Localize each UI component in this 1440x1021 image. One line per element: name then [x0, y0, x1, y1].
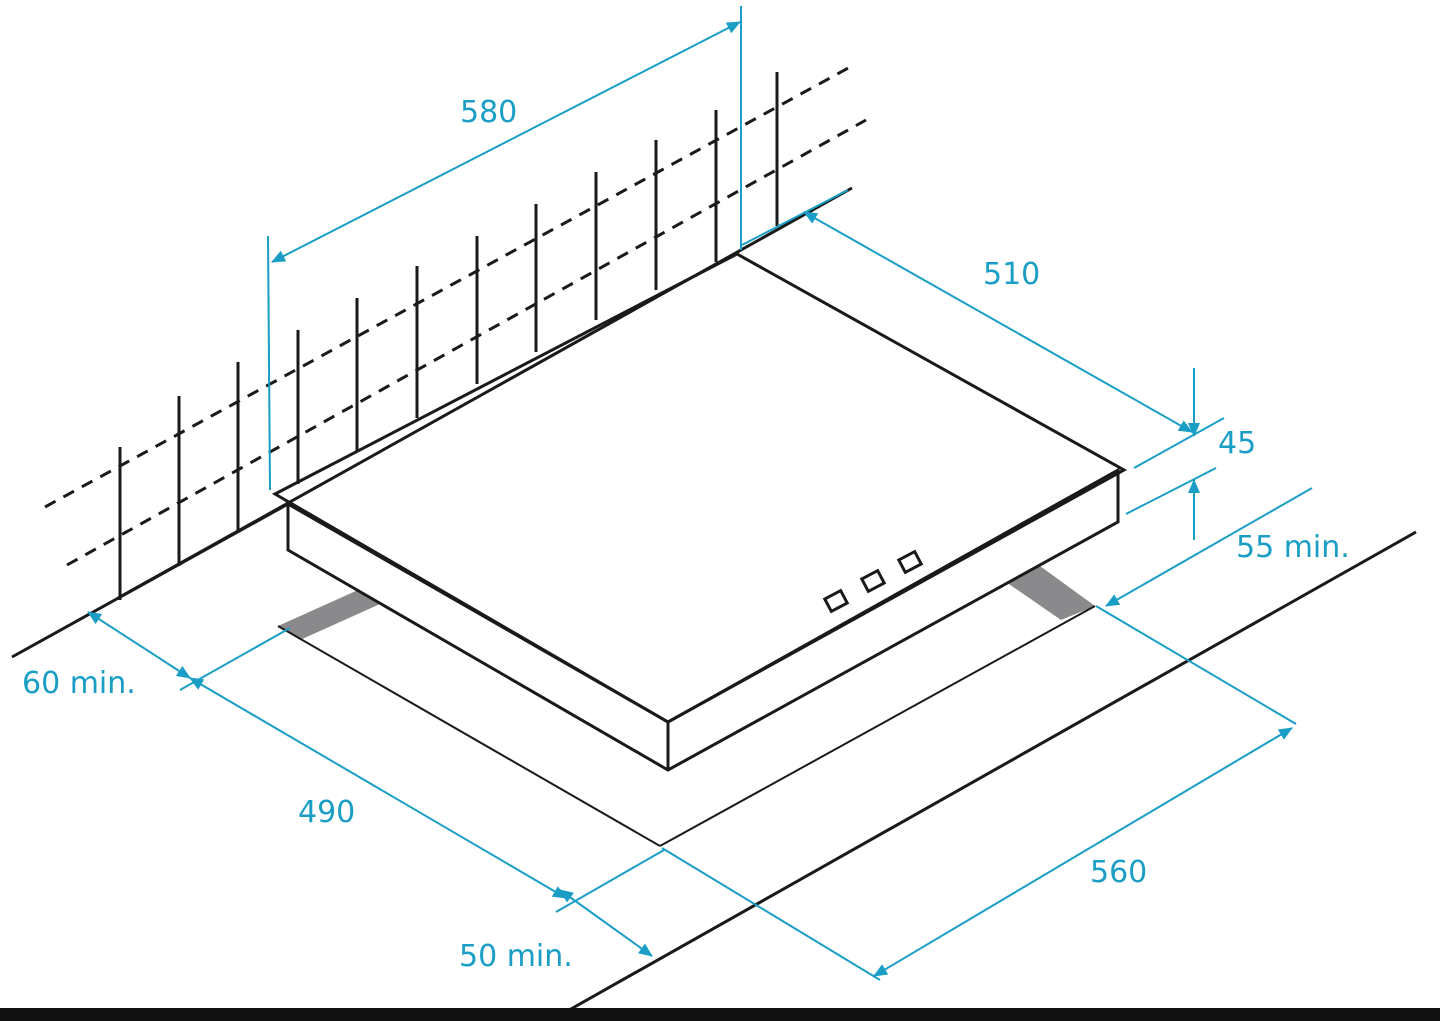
dimension-lines: [87, 6, 1313, 981]
cutout-opening: [277, 566, 1096, 847]
countertop-front-left-edge: [11, 502, 289, 659]
dimension-45-label: 45: [1218, 426, 1256, 461]
bottom-bar: [0, 1008, 1440, 1021]
extension-line: [1095, 605, 1297, 725]
extension-line: [267, 235, 271, 491]
dim-60-min-line: [87, 611, 191, 679]
extension-line: [661, 847, 881, 981]
countertop-front-edge: [554, 530, 1417, 1020]
dim-490-line: [189, 677, 567, 899]
wall-dashed-line-upper: [44, 64, 853, 509]
dimension-580-label: 580: [460, 95, 517, 130]
cutout-shadow-left: [278, 590, 380, 640]
dimension-labels: 580 510 45 55 min. 60 min. 490 50 min. 5…: [22, 95, 1350, 974]
dimension-60-min-label: 60 min.: [22, 666, 136, 701]
countertop: [11, 502, 1417, 1020]
extension-line: [739, 189, 849, 247]
square-knob-icon: [822, 588, 850, 614]
control-knobs: [822, 549, 924, 614]
dim-560-line: [873, 727, 1293, 977]
square-knob-icon: [859, 568, 887, 594]
dimension-50-min-label: 50 min.: [459, 939, 573, 974]
dim-55-min-line: [1105, 487, 1313, 607]
dimension-55-min-label: 55 min.: [1236, 530, 1350, 565]
hob-side-faces: [286, 467, 1120, 772]
wall-dashed-line-lower: [66, 118, 867, 567]
cutout-front-edge: [659, 605, 1096, 847]
cutout-shadow-right: [1006, 566, 1095, 620]
dim-50-min-line: [559, 889, 653, 957]
dim-510-line: [803, 211, 1193, 433]
dim-580-line: [271, 21, 741, 263]
dimension-490-label: 490: [298, 795, 355, 830]
dimension-560-label: 560: [1090, 855, 1147, 890]
square-knob-icon: [896, 549, 924, 575]
dimension-510-label: 510: [983, 257, 1040, 292]
hob-top-surface: [271, 252, 1128, 724]
extension-line: [555, 849, 665, 913]
extension-line: [1125, 467, 1217, 515]
extension-line: [1133, 417, 1225, 469]
hob: [271, 252, 1128, 772]
wall: [44, 64, 867, 600]
